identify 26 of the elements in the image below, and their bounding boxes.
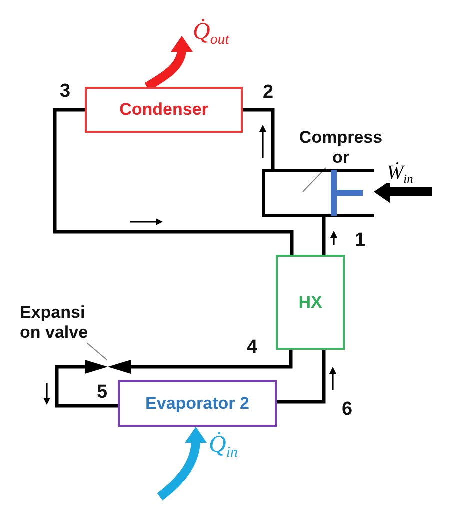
- state-number: 4: [247, 338, 258, 357]
- pipe-line: [277, 350, 326, 404]
- edge-label: Q̇$_{in}$: [209, 433, 238, 457]
- edge-label: Q̇$_{out}$: [193, 20, 230, 44]
- pipe-line: [243, 108, 275, 169]
- work-arrow: [374, 181, 432, 203]
- component-label: Expansi on valve: [20, 303, 96, 343]
- evaporator-box: [118, 380, 277, 427]
- state-number: 3: [60, 82, 71, 101]
- state-number: 1: [355, 231, 366, 250]
- node-text: Condenser: [120, 100, 208, 120]
- state-number: 2: [263, 83, 274, 102]
- edge-label: Ẇ$_{in}$: [387, 163, 414, 183]
- component-label: Compress or: [295, 128, 387, 168]
- node-text: HX: [298, 292, 322, 312]
- heat-exchanger-box: [276, 255, 345, 350]
- pipe-line: [55, 365, 118, 408]
- compressor-drawing: [262, 169, 374, 217]
- pipe-line: [322, 217, 326, 255]
- valve-symbol: [85, 360, 131, 374]
- pipe-line: [53, 108, 294, 255]
- state-number: 6: [342, 400, 353, 419]
- node-text: Evaporator 2: [146, 394, 250, 414]
- condenser-box: [85, 87, 243, 133]
- curved-arrow: [157, 427, 207, 501]
- state-number: 5: [97, 383, 108, 402]
